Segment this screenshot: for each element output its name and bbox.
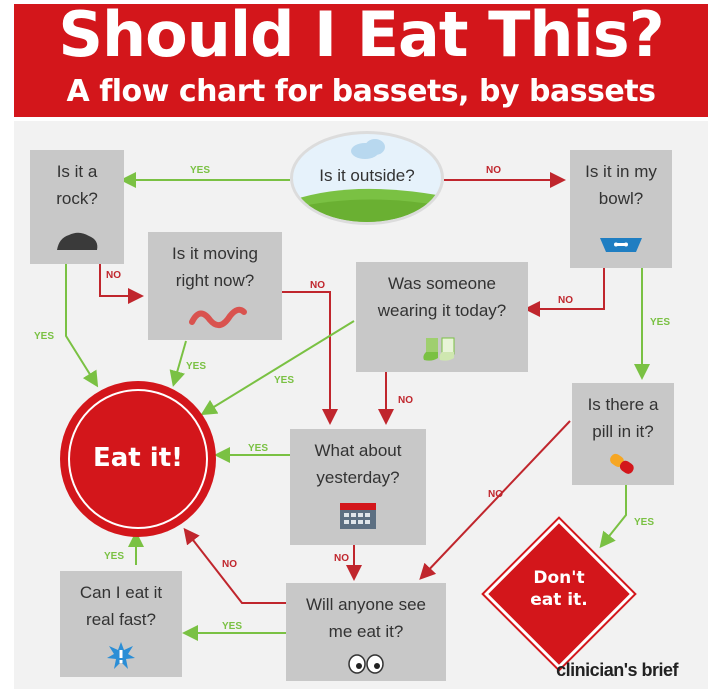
node-bowl-line2: bowl? — [598, 189, 644, 208]
node-outside-label: Is it outside? — [319, 166, 415, 185]
node-see: Will anyone see me eat it? — [286, 583, 446, 681]
edge-pill-dont — [599, 485, 627, 549]
node-yesterday-line2: yesterday? — [316, 468, 400, 487]
node-fast-line2: real fast? — [86, 610, 156, 629]
burst-icon — [107, 642, 135, 669]
title-banner: Should I Eat This? A flow chart for bass… — [14, 4, 708, 117]
node-bowl: Is it in my bowl? — [570, 150, 672, 268]
node-pill: Is there a pill in it? — [572, 383, 674, 485]
edge-rock-eat — [65, 264, 99, 388]
socks-icon — [423, 337, 455, 361]
label-yes-rock-eat: YES — [34, 331, 54, 342]
label-no-pill: NO — [488, 489, 503, 500]
node-yesterday: What about yesterday? — [290, 429, 426, 545]
node-bowl-line1: Is it in my — [585, 162, 657, 181]
label-no-bowl: NO — [486, 165, 501, 176]
node-rock-line1: Is it a — [56, 162, 98, 181]
node-moving-line1: Is it moving — [172, 244, 258, 263]
node-outside: Is it outside? — [290, 131, 444, 225]
node-fast-line1: Can I eat it — [79, 583, 163, 602]
node-dont-label: Don't eat it. — [506, 567, 612, 611]
node-rock: Is it a rock? — [30, 150, 124, 264]
page-title: Should I Eat This? — [58, 4, 664, 71]
node-see-line2: me eat it? — [328, 622, 404, 641]
label-no-wearing: NO — [398, 395, 413, 406]
label-yes-bowl-pill: YES — [650, 317, 670, 328]
node-eat-label: Eat it! — [93, 443, 183, 473]
label-yes-wearing: YES — [274, 375, 294, 386]
eat-ring — [68, 389, 208, 529]
edge-rock-moving — [99, 264, 144, 304]
node-see-line1: Will anyone see — [305, 595, 426, 614]
dog-bowl-icon — [600, 238, 642, 252]
worm-icon — [189, 306, 247, 329]
label-yes-see: YES — [222, 621, 242, 632]
label-yes-moving: YES — [186, 361, 206, 372]
edge-see-eat — [183, 527, 286, 604]
edge-moving-yesterday — [280, 291, 338, 425]
node-wearing-line1: Was someone — [387, 274, 497, 293]
flowchart: YES NO YES NO YES NO NO YES YES NO YES N… — [14, 121, 708, 689]
node-moving-line2: right now? — [175, 271, 255, 290]
label-no-yesterday: NO — [334, 553, 349, 564]
edge-pill-see — [419, 420, 571, 580]
node-fast: Can I eat it real fast? — [60, 571, 182, 677]
rock-icon — [57, 232, 98, 250]
node-yesterday-line1: What about — [314, 441, 402, 460]
brand-logo: clinician's brief — [556, 660, 678, 680]
label-no-moving: NO — [310, 280, 325, 291]
calendar-icon — [340, 503, 376, 529]
node-wearing: Was someone wearing it today? — [356, 262, 528, 372]
eyes-icon — [348, 654, 384, 674]
cloud-grass-icon — [293, 139, 441, 222]
node-wearing-line2: wearing it today? — [377, 301, 507, 320]
label-no-bowl-wearing: NO — [558, 295, 573, 306]
edge-bowl-wearing — [524, 268, 605, 317]
node-rock-line2: rock? — [56, 189, 98, 208]
node-eat: Eat it! — [60, 381, 216, 537]
label-yes-rock: YES — [190, 165, 210, 176]
label-yes-fast: YES — [104, 551, 124, 562]
node-dont-line1: Don't — [533, 568, 585, 588]
node-dont-line2: eat it. — [530, 590, 588, 610]
node-pill-line1: Is there a — [587, 395, 659, 414]
node-moving: Is it moving right now? — [148, 232, 282, 340]
pill-icon — [610, 453, 634, 474]
edge-moving-eat — [169, 340, 187, 387]
label-yes-pill: YES — [634, 517, 654, 528]
label-no-rock-moving: NO — [106, 270, 121, 281]
node-pill-line2: pill in it? — [592, 422, 654, 441]
page-subtitle: A flow chart for bassets, by bassets — [66, 74, 656, 109]
edge-wearing-eat — [200, 320, 355, 416]
label-yes-yesterday: YES — [248, 443, 268, 454]
label-no-see: NO — [222, 559, 237, 570]
